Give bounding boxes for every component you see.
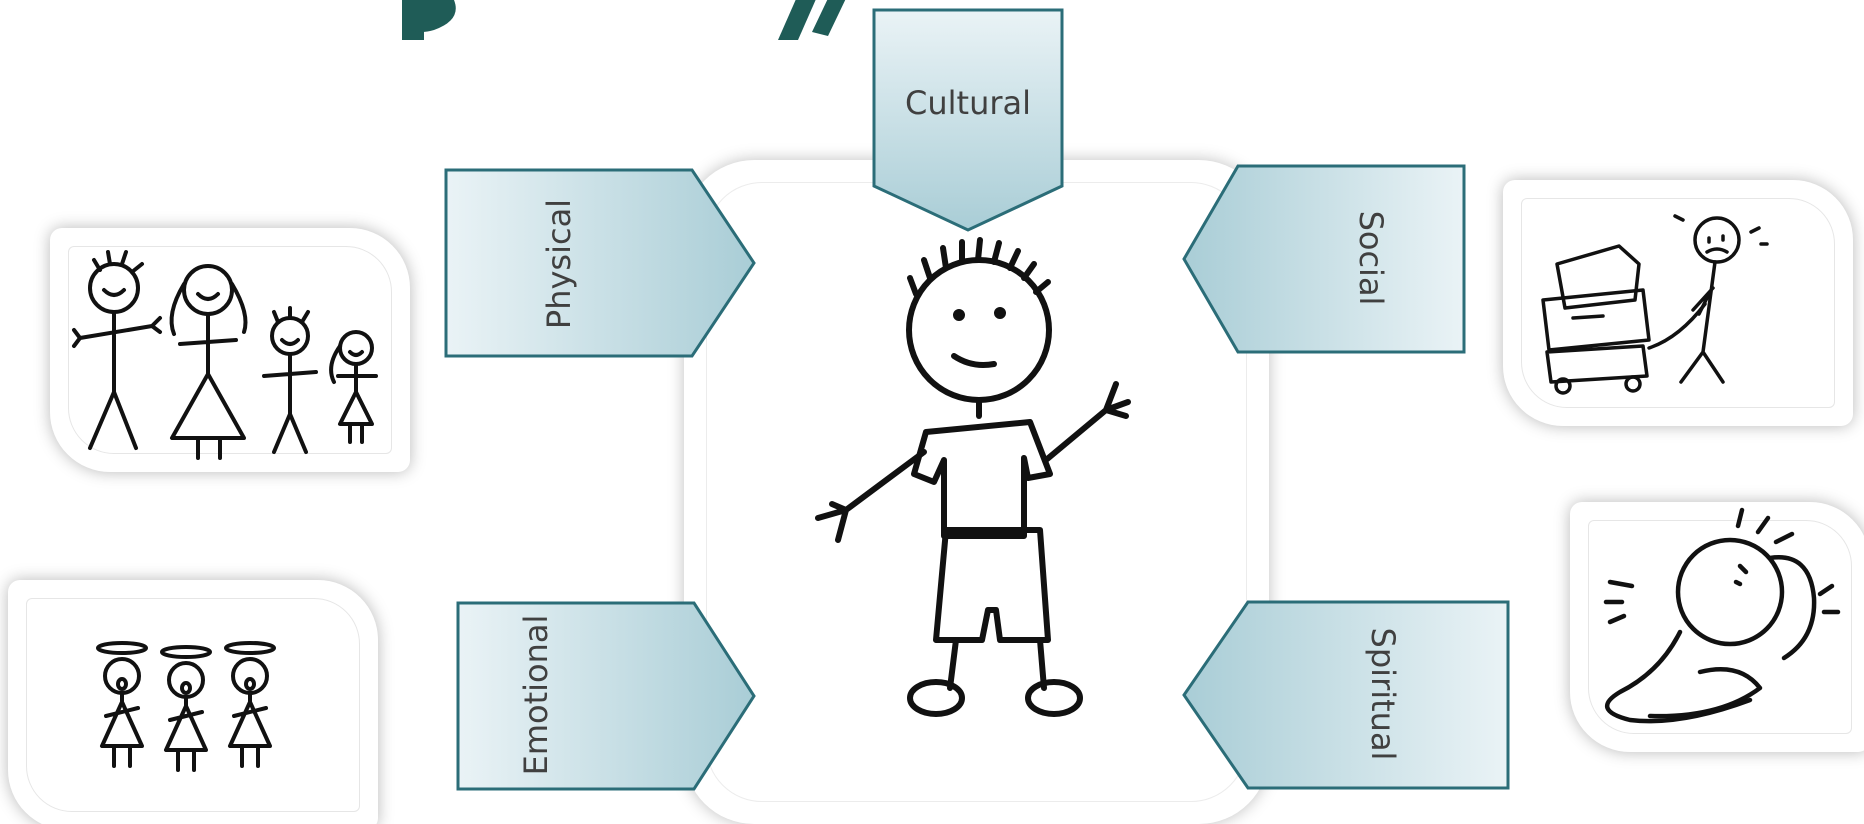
cultural-arrow: Cultural [872,8,1064,232]
stick-figure-pulling-cart-illustration [1541,214,1769,395]
cart-card [1503,180,1853,426]
singing-angels-illustration [96,641,276,772]
emotional-label: Emotional [517,614,555,776]
center-card [684,160,1269,824]
family-card [50,228,410,472]
angels-card [8,580,378,824]
spiritual-arrow: Spiritual [1182,600,1510,790]
angels-card-frame [26,598,360,812]
physical-arrow: Physical [444,168,756,358]
stick-boy-illustration [815,237,1131,717]
emotional-arrow: Emotional [456,601,756,791]
social-label: Social [1352,210,1390,306]
cart-card-frame [1521,198,1835,408]
family-card-frame [68,246,392,454]
spiritual-label: Spiritual [1364,627,1402,761]
worried-card [1570,502,1864,752]
physical-label: Physical [540,198,578,330]
worried-person-illustration [1603,507,1841,724]
worried-card-frame [1588,520,1852,734]
slide-title-fragment [380,0,900,40]
cultural-label: Cultural [905,84,1031,122]
stick-figure-family-illustration [72,250,378,460]
social-arrow: Social [1182,164,1466,354]
